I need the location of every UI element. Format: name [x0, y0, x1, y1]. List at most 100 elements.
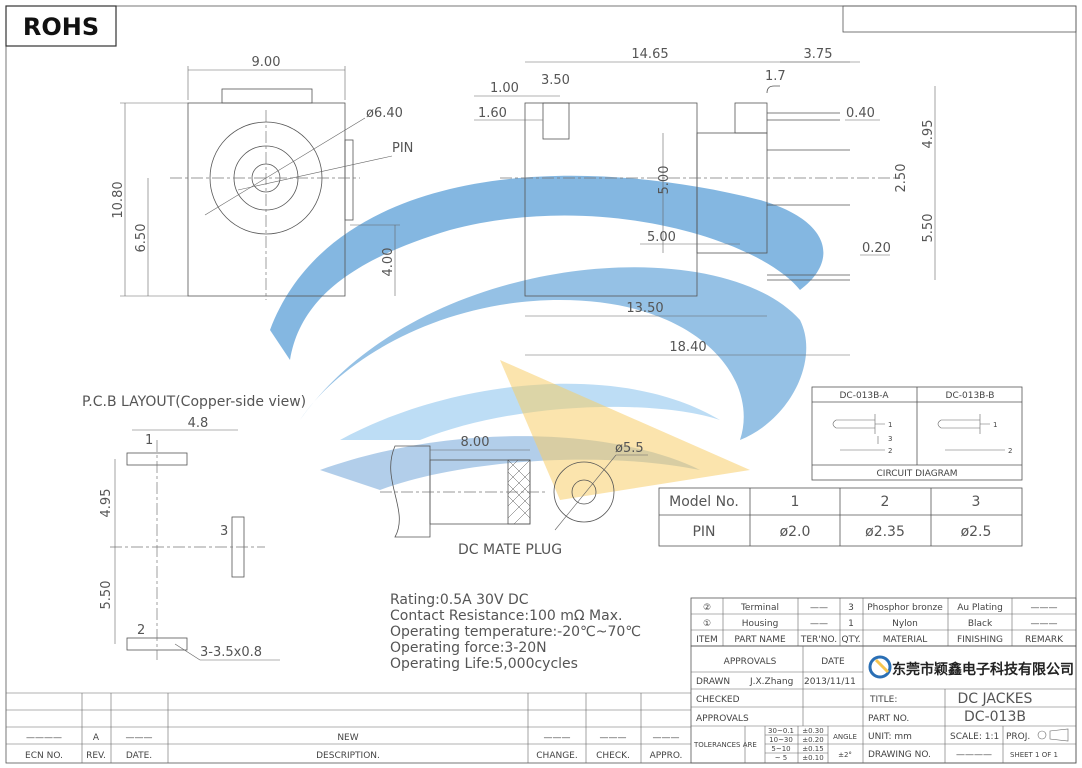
dim-5-50-pcb: 5.50	[99, 581, 114, 610]
checked-label: CHECKED	[696, 695, 740, 705]
pad-2-label: 2	[137, 623, 145, 638]
model-header-1: 1	[791, 494, 800, 510]
tol-r3-c1: ±0.10	[802, 754, 823, 762]
tol-r1-c1: ±0.20	[802, 736, 823, 744]
tol-r0-c1: ±0.30	[802, 727, 823, 735]
bom-r0-c6: ———	[1031, 603, 1058, 613]
pad-note: 3-3.5x0.8	[200, 645, 262, 660]
dim-9-00: 9.00	[252, 55, 281, 70]
bom-h-6: REMARK	[1025, 635, 1064, 645]
bom-r1-c2: ——	[810, 619, 828, 629]
dim-0-20: 0.20	[862, 241, 891, 256]
pad-1-label: 1	[145, 433, 153, 448]
dim-5-00-h: 5.00	[647, 230, 676, 245]
circuit-b-pin1: 1	[993, 421, 997, 429]
model-header-0: Model No.	[669, 494, 739, 510]
rev-h-4: CHANGE.	[536, 751, 577, 761]
top-view-tab	[221, 88, 313, 104]
bom-h-5: FINISHING	[957, 635, 1003, 645]
spec-resistance: Contact Resistance:100 mΩ Max.	[390, 608, 622, 624]
bom-r1-c0: ①	[703, 619, 711, 629]
top-view: 9.00 ø6.40 PIN 10.80 6.50 4.00	[111, 55, 413, 300]
tol-r1-c0: 10~30	[769, 736, 793, 744]
part-number: DC-013B	[964, 709, 1026, 725]
circuit-diagram: DC-013B-A DC-013B-B CIRCUIT DIAGRAM 1 3 …	[811, 386, 1023, 481]
title-block: APPROVALS DATE 东莞市颖鑫电子科技有限公司 DRAWN J.X.Z…	[690, 645, 1077, 764]
tol-r2-c0: 5~10	[771, 745, 790, 753]
dim-4-95-pcb: 4.95	[99, 489, 114, 518]
dim-5-00-v: 5.00	[657, 166, 672, 195]
dim-13-50: 13.50	[626, 301, 663, 316]
spec-force: Operating force:3-20N	[390, 640, 547, 656]
rev-r0-c6: ———	[653, 733, 680, 743]
drawing-border	[5, 5, 1077, 764]
plug-caption: DC MATE PLUG	[458, 542, 562, 558]
bom-r0-c0: ②	[703, 603, 711, 613]
dim-1-7: 1.7	[765, 69, 786, 84]
bom-r1-c6: ———	[1031, 619, 1058, 629]
bom-h-2: TER'NO.	[800, 635, 837, 645]
drawn-label: DRAWN	[696, 677, 730, 687]
rev-h-5: CHECK.	[596, 751, 630, 761]
rev-r0-c3: NEW	[337, 733, 358, 743]
bom-h-4: MATERIAL	[883, 635, 928, 645]
rev-r0-c1: A	[93, 733, 100, 743]
part-label: PART NO.	[868, 714, 909, 724]
date-label: DATE	[821, 657, 845, 667]
dim-2-50: 2.50	[894, 164, 909, 193]
dim-1-60: 1.60	[478, 106, 507, 121]
angle-value: ±2°	[838, 751, 852, 759]
dc-mate-plug: 8.00 ø5.5 DC MATE PLUG	[380, 435, 648, 558]
pcb-title: P.C.B LAYOUT(Copper-side view)	[82, 394, 306, 410]
spec-life: Operating Life:5,000cycles	[390, 656, 578, 672]
dim-0-40: 0.40	[846, 106, 875, 121]
bom-h-0: ITEM	[696, 635, 718, 645]
bom-r1-c3: 1	[848, 619, 854, 629]
model-row-1: ø2.0	[780, 524, 811, 540]
bom-table: ② Terminal —— 3 Phosphor bronze Au Plati…	[690, 597, 1077, 647]
model-row-3: ø2.5	[961, 524, 992, 540]
rev-r0-c0: ————	[26, 733, 62, 743]
tol-label: TOLERANCES ARE	[693, 741, 757, 749]
angle-label: ANGLE	[833, 733, 857, 741]
dim-dia-6-40: ø6.40	[366, 106, 403, 121]
rev-r0-c2: ———	[126, 733, 153, 743]
tol-r2-c1: ±0.15	[802, 745, 823, 753]
model-row-0: PIN	[692, 524, 715, 540]
circuit-a-label: DC-013B-A	[839, 391, 889, 401]
unit: UNIT: mm	[868, 732, 912, 742]
drawing-no-value: ————	[956, 750, 992, 760]
dim-6-50: 6.50	[134, 224, 149, 253]
rev-h-1: REV.	[86, 751, 106, 761]
dim-18-40: 18.40	[669, 340, 706, 355]
circuit-a-pin1: 1	[888, 421, 892, 429]
drawing-no-label: DRAWING NO.	[868, 750, 931, 760]
bom-r1-c4: Nylon	[892, 619, 918, 629]
bom-h-3: QTY.	[841, 635, 860, 645]
dim-8-00: 8.00	[461, 435, 490, 450]
bom-r1-c1: Housing	[742, 619, 779, 629]
rev-r0-c4: ———	[544, 733, 571, 743]
rev-h-6: APPRO.	[650, 751, 683, 761]
pad-3-label: 3	[220, 524, 228, 539]
projection-icon	[1037, 728, 1069, 742]
spec-rating: Rating:0.5A 30V DC	[390, 592, 529, 608]
title-label: TITLE:	[869, 695, 897, 705]
scale: SCALE: 1:1	[950, 732, 999, 742]
circuit-a-pin3: 3	[888, 435, 892, 443]
watermark-logo	[270, 175, 824, 500]
company-name: 东莞市颖鑫电子科技有限公司	[892, 661, 1074, 678]
rev-h-0: ECN NO.	[25, 751, 63, 761]
rev-h-3: DESCRIPTION.	[316, 751, 380, 761]
circuit-b-label: DC-013B-B	[946, 391, 995, 401]
side-view: 14.65 3.75 1.00 3.50 1.7 1.60 0.40 4.95 …	[474, 47, 936, 356]
bom-h-1: PART NAME	[734, 635, 786, 645]
bom-r0-c3: 3	[848, 603, 854, 613]
model-row-2: ø2.35	[865, 524, 905, 540]
model-header-2: 2	[881, 494, 890, 510]
rev-r0-c5: ———	[600, 733, 627, 743]
dim-5-50: 5.50	[921, 214, 936, 243]
circuit-b-pin2: 2	[1008, 447, 1012, 455]
corner-box	[842, 5, 1077, 33]
